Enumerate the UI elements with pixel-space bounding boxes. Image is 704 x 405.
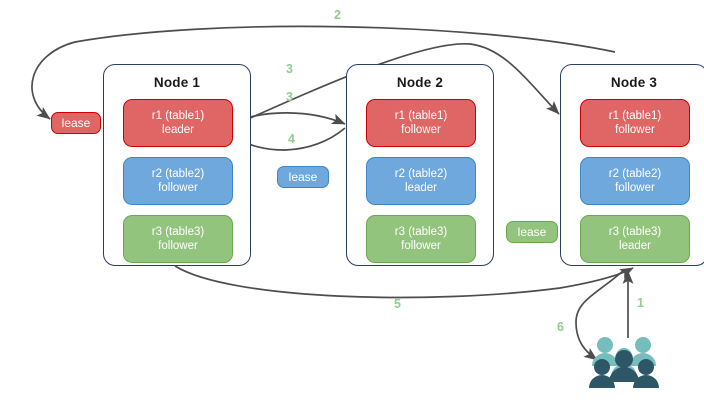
replica-node3-r1[interactable]: r1 (table1) follower — [580, 99, 690, 147]
replica-node2-r2[interactable]: r2 (table2) leader — [366, 157, 476, 205]
replica-role: follower — [615, 182, 655, 194]
replica-node3-r3[interactable]: r3 (table3) leader — [580, 215, 690, 263]
replica-role: follower — [615, 124, 655, 136]
replica-name: r2 (table2) — [608, 168, 662, 180]
replica-node1-r1[interactable]: r1 (table1) leader — [123, 99, 233, 147]
lease-badge-r2[interactable]: lease — [277, 166, 329, 188]
node-title: Node 3 — [610, 75, 658, 90]
replica-node1-r2[interactable]: r2 (table2) follower — [123, 157, 233, 205]
edge-label-step-3b: 3 — [286, 90, 293, 104]
node-title: Node 1 — [153, 75, 201, 90]
replica-role: follower — [158, 182, 198, 194]
replica-node3-r2[interactable]: r2 (table2) follower — [580, 157, 690, 205]
edge-label-step-2: 2 — [334, 8, 341, 22]
node-card-node1[interactable]: Node 1 r1 (table1) leader r2 (table2) fo… — [103, 64, 251, 266]
users-icon — [589, 337, 659, 388]
replica-role: follower — [401, 240, 441, 252]
replica-name: r3 (table3) — [608, 226, 662, 238]
lease-badge-r1[interactable]: lease — [51, 112, 101, 134]
replica-name: r2 (table2) — [151, 168, 205, 180]
replica-role: leader — [619, 240, 651, 252]
edge-label-step-1: 1 — [637, 296, 644, 310]
replica-name: r2 (table2) — [394, 168, 448, 180]
edge-label-step-3a: 3 — [286, 62, 293, 76]
lease-badge-r3[interactable]: lease — [506, 221, 558, 243]
replica-node2-r1[interactable]: r1 (table1) follower — [366, 99, 476, 147]
node-card-node3[interactable]: Node 3 r1 (table1) follower r2 (table2) … — [560, 64, 704, 266]
replica-role: leader — [162, 124, 194, 136]
node-card-node2[interactable]: Node 2 r1 (table1) follower r2 (table2) … — [346, 64, 494, 266]
edge-step-5 — [174, 265, 634, 299]
replica-node2-r3[interactable]: r3 (table3) follower — [366, 215, 476, 263]
node-title: Node 2 — [396, 75, 444, 90]
edge-label-step-4: 4 — [288, 132, 295, 146]
replica-name: r1 (table1) — [151, 110, 205, 122]
edge-label-step-5: 5 — [394, 297, 401, 311]
replica-role: follower — [401, 124, 441, 136]
replica-name: r3 (table3) — [394, 226, 448, 238]
replica-name: r1 (table1) — [394, 110, 448, 122]
replica-name: r3 (table3) — [151, 226, 205, 238]
edge-label-step-6: 6 — [557, 320, 564, 334]
replica-node1-r3[interactable]: r3 (table3) follower — [123, 215, 233, 263]
replica-role: follower — [158, 240, 198, 252]
replica-name: r1 (table1) — [608, 110, 662, 122]
replica-role: leader — [405, 182, 437, 194]
